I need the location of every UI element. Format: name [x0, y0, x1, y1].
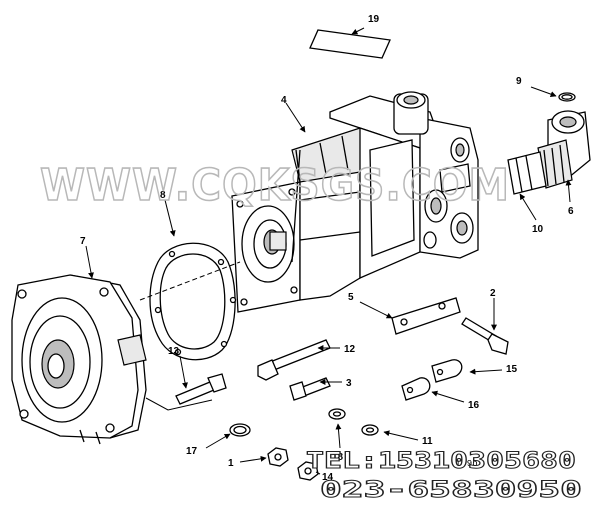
callout-14: 14	[322, 472, 334, 483]
part-19-plate	[309, 29, 391, 59]
part-9-o-ring	[558, 92, 576, 102]
part-7-adapter-housing	[11, 274, 147, 445]
part-5-bracket	[391, 297, 461, 335]
callout-4: 4	[281, 95, 287, 106]
part-6-elbow-fitting	[537, 110, 591, 189]
part-17-o-ring	[229, 423, 251, 437]
callout-8: 8	[160, 190, 166, 201]
part-12-long-bolt	[257, 339, 331, 381]
callout-18: 18	[332, 452, 344, 463]
callout-2: 2	[490, 288, 496, 299]
callout-12: 12	[344, 344, 356, 355]
callout-16: 16	[468, 400, 480, 411]
watermark-tel: TEL:15310305680	[306, 449, 576, 474]
part-2-bolt	[461, 317, 509, 355]
part-4-pump-assembly	[231, 91, 479, 313]
part-18-washer	[328, 408, 346, 420]
callout-leaders	[85, 27, 572, 475]
callout-19: 19	[368, 14, 380, 25]
part-16-clamp	[401, 377, 431, 401]
callout-5: 5	[348, 292, 354, 303]
callout-9: 9	[516, 76, 522, 87]
part-1-nut	[267, 447, 289, 467]
callout-13: 13	[168, 346, 180, 357]
callout-1: 1	[228, 458, 234, 469]
callout-labels: 19 4 9 6 10 8 7 5 2 12 13 3 15 16 11 18 …	[80, 14, 574, 483]
callout-7: 7	[80, 236, 86, 247]
watermark-phone: 023-65830950	[320, 478, 582, 503]
callout-3: 3	[346, 378, 352, 389]
figure-code: fr9b1 r	[456, 459, 494, 469]
part-11-washer	[361, 424, 379, 436]
part-10-adapter-fitting	[507, 151, 547, 195]
callout-17: 17	[186, 446, 198, 457]
assembly-centerlines	[139, 261, 241, 411]
part-8-gasket	[149, 242, 237, 361]
part-3-bolt	[289, 377, 331, 401]
callout-6: 6	[568, 206, 574, 217]
callout-10: 10	[532, 224, 544, 235]
callout-11: 11	[422, 436, 433, 447]
part-15-clamp	[431, 359, 463, 383]
callout-15: 15	[506, 364, 518, 375]
watermark-site: WWW.CQKSGS.COM	[40, 160, 510, 211]
part-14-nut	[297, 461, 319, 481]
part-13-bolt	[175, 373, 227, 405]
